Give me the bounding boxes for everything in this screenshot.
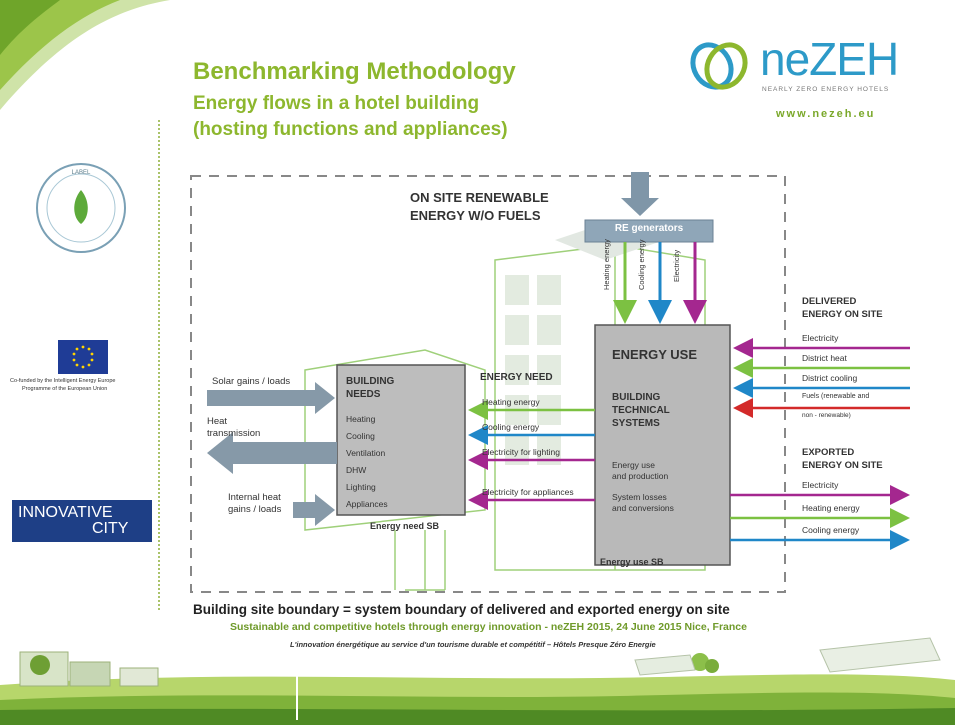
delivered-title-line2: ENERGY ON SITE	[802, 309, 883, 320]
nezeh-tagline: NEARLY ZERO ENERGY HOTELS	[762, 86, 890, 93]
re-output-heating: Heating energy	[602, 239, 611, 290]
energy-use-production-line1: Energy use	[612, 460, 655, 470]
footer-line1: Sustainable and competitive hotels throu…	[230, 621, 747, 633]
building-needs-title-line1: BUILDING	[346, 376, 395, 387]
building-need-appliances: Appliances	[346, 499, 388, 509]
on-site-renewable-line2: ENERGY W/O FUELS	[410, 208, 541, 223]
eu-caption-line1: Co-funded by the Intelligent Energy Euro…	[10, 378, 116, 384]
re-generators-box	[584, 219, 714, 243]
exported-title-line1: EXPORTED	[802, 447, 855, 458]
energy-need-lighting: Electricity for lighting	[482, 447, 560, 457]
building-need-dhw: DHW	[346, 465, 367, 475]
delivered-fuels-line2: non - renewable)	[802, 412, 851, 419]
bts-line3: SYSTEMS	[612, 418, 660, 429]
exported-heating: Heating energy	[802, 503, 860, 513]
label-badge-text: LABEL	[71, 170, 91, 176]
heat-transmission-line2: transmission	[207, 428, 261, 439]
energy-flow-diagram	[190, 172, 910, 593]
internal-gains-line2: gains / loads	[228, 504, 282, 515]
exported-electricity: Electricity	[802, 480, 839, 490]
exported-title-line2: ENERGY ON SITE	[802, 460, 883, 471]
re-generators-label: RE generators	[614, 223, 684, 234]
building-need-ventilation: Ventilation	[346, 448, 386, 458]
label-badge: LABEL	[33, 160, 129, 256]
building-need-heating: Heating	[346, 414, 376, 424]
energy-need-heating: Heating energy	[482, 397, 540, 407]
delivered-district-heat: District heat	[802, 353, 847, 363]
sidebar-divider	[158, 120, 160, 610]
site-boundary	[190, 175, 786, 593]
corner-swoosh	[0, 0, 170, 110]
energy-use-sb-label: Energy use SB	[600, 557, 664, 567]
bts-line1: BUILDING	[612, 392, 661, 403]
energy-need-title: ENERGY NEED	[480, 372, 553, 383]
energy-need-sb-label: Energy need SB	[370, 521, 440, 531]
innovative-city-logo: INNOVATIVE CITY	[12, 500, 152, 542]
delivered-electricity: Electricity	[802, 333, 839, 343]
nezeh-logo-mark-icon	[690, 42, 748, 90]
system-losses-line2: and conversions	[612, 503, 674, 513]
solar-gains-label: Solar gains / loads	[212, 376, 291, 387]
building-needs-title-line2: NEEDS	[346, 389, 381, 400]
eu-flag	[58, 340, 108, 374]
solar-gains-arrow	[207, 382, 335, 414]
delivered-title-line1: DELIVERED	[802, 296, 857, 307]
eu-caption-line2: Programme of the European Union	[22, 386, 108, 392]
energy-use-box	[594, 324, 731, 566]
nezeh-logo: neZEH NEARLY ZERO ENERGY HOTELS	[688, 28, 928, 108]
boundary-caption: Building site boundary = system boundary…	[193, 602, 730, 617]
heat-transmission-line1: Heat	[207, 416, 228, 427]
exported-cooling: Cooling energy	[802, 525, 860, 535]
bts-line2: TECHNICAL	[612, 405, 670, 416]
landscape-decoration	[0, 637, 955, 725]
on-site-renewable-line1: ON SITE RENEWABLE	[410, 190, 549, 205]
system-losses-line1: System losses	[612, 492, 667, 502]
energy-need-appliances: Electricity for appliances	[482, 487, 574, 497]
delivered-district-cooling: District cooling	[802, 373, 858, 383]
internal-gains-arrow	[293, 494, 335, 526]
website-url[interactable]: www.nezeh.eu	[776, 108, 876, 120]
footer-line2: L'innovation énergétique au service d'un…	[290, 640, 656, 649]
building-needs-box	[336, 364, 466, 516]
page-subtitle-line2: (hosting functions and appliances)	[193, 119, 508, 140]
renewable-input-arrow	[621, 172, 659, 216]
page-title: Benchmarking Methodology	[193, 58, 516, 85]
re-output-electricity: Electricity	[672, 249, 681, 282]
building-need-cooling: Cooling	[346, 431, 375, 441]
heat-transmission-arrow	[207, 432, 337, 474]
energy-use-production-line2: and production	[612, 471, 669, 481]
innovative-text: INNOVATIVE	[18, 504, 113, 521]
energy-need-cooling: Cooling energy	[482, 422, 540, 432]
energy-use-title: ENERGY USE	[612, 347, 698, 362]
nezeh-brand: neZEH	[760, 33, 899, 85]
re-output-cooling: Cooling energy	[637, 239, 646, 290]
page-subtitle-line1: Energy flows in a hotel building	[193, 93, 480, 114]
city-text: CITY	[92, 520, 129, 537]
building-need-lighting: Lighting	[346, 482, 376, 492]
delivered-fuels-line1: Fuels (renewable and	[802, 393, 870, 400]
internal-gains-line1: Internal heat	[228, 492, 281, 503]
